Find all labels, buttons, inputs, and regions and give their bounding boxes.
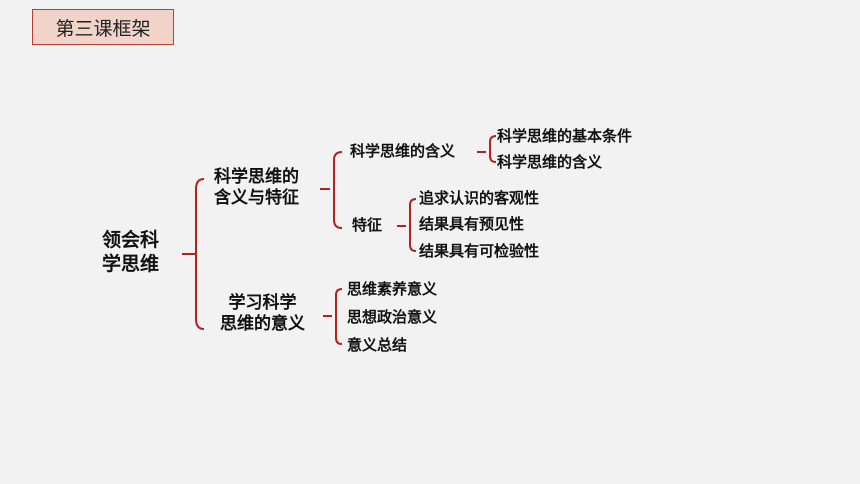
root-bracket (182, 178, 205, 330)
sub1-node: 科学思维的含义 (350, 142, 456, 160)
branch2-node: 学习科学 思维的意义 (220, 293, 305, 336)
branch2-item: 意义总结 (347, 336, 408, 354)
sub2-node: 特征 (352, 216, 383, 234)
branch1-line1: 科学思维的 (214, 167, 299, 187)
branch2-line1: 学习科学 (228, 293, 297, 313)
sub1-bracket (477, 135, 497, 163)
root-line2: 学思维 (102, 252, 160, 275)
sub2-bracket (397, 198, 417, 252)
branch2-item: 思维素养意义 (347, 280, 438, 298)
branch2-line2: 思维的意义 (220, 314, 305, 335)
branch2-item: 思想政治意义 (347, 308, 438, 326)
branch1-node: 科学思维的 含义与特征 (214, 167, 299, 210)
root-line1: 领会科 (102, 229, 160, 251)
sub2-item: 追求认识的客观性 (419, 189, 540, 207)
sub2-item: 结果具有可检验性 (419, 242, 540, 260)
page-title: 第三课框架 (32, 9, 174, 45)
sub2-item: 结果具有预见性 (419, 215, 525, 233)
root-node: 领会科 学思维 (102, 229, 159, 277)
sub1-item: 科学思维的基本条件 (497, 127, 633, 145)
branch1-line2: 含义与特征 (214, 188, 299, 209)
branch2-bracket (323, 288, 343, 345)
branch1-bracket (320, 151, 343, 229)
sub1-item: 科学思维的含义 (497, 153, 603, 171)
